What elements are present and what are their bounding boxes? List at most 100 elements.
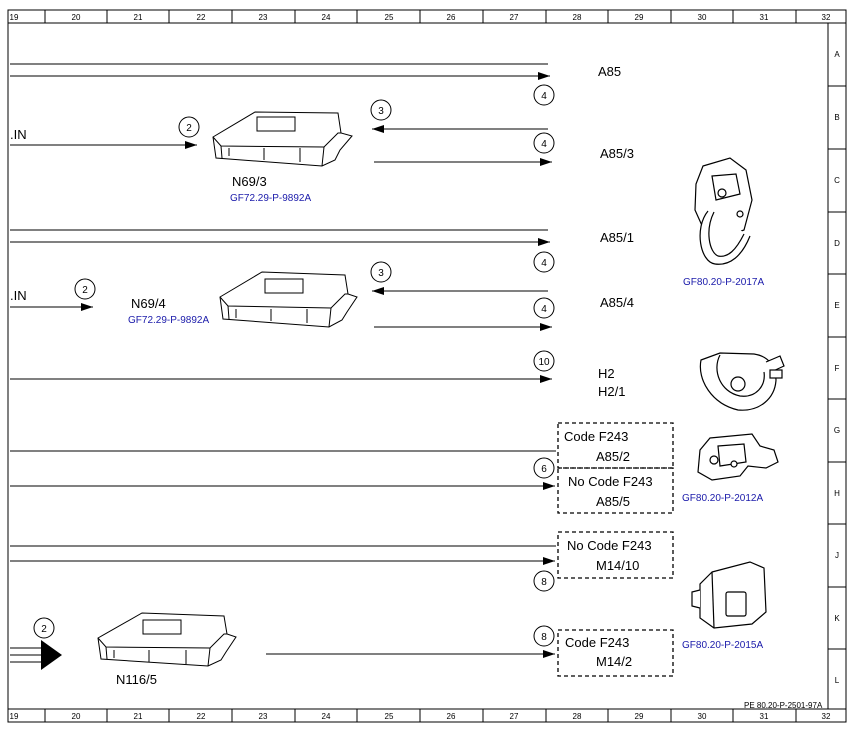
- box-no-code-f243-m14-10: [557, 531, 674, 579]
- input-labels: .IN .IN: [10, 127, 27, 303]
- marker-circle: [370, 99, 392, 121]
- column-labels-bottom: 19 20 21 22 23 24 25 26 27 28 29 30 31 3…: [10, 712, 831, 721]
- row-label: G: [834, 426, 840, 435]
- box-part-label: A85/2: [596, 449, 630, 464]
- row-labels: A B C D E F G H J K L: [834, 50, 840, 685]
- row-label: D: [834, 239, 840, 248]
- col-label: 23: [259, 712, 268, 721]
- marker-number: 3: [378, 268, 384, 279]
- col-label: 20: [72, 13, 81, 22]
- col-label: 21: [134, 712, 143, 721]
- box-code-f243-m14-2: [557, 629, 674, 677]
- marker-circle: [533, 570, 555, 592]
- box-part-label: A85/5: [596, 494, 630, 509]
- col-label: 22: [197, 712, 206, 721]
- col-label: 31: [760, 712, 769, 721]
- marker-number: 2: [82, 285, 88, 296]
- ref-link-img-top[interactable]: GF80.20-P-2017A: [683, 277, 764, 288]
- box-code-label: No Code F243: [567, 538, 652, 553]
- marker-number: 8: [541, 577, 547, 588]
- column-labels-top: 19 20 21 22 23 24 25 26 27 28 29 30 31 3…: [10, 13, 831, 22]
- col-label: 19: [10, 712, 19, 721]
- module-label-n69-4: N69/4: [131, 296, 166, 311]
- module-labels: N69/3 N69/4 N116/5: [116, 174, 267, 687]
- component-label-a85-3: A85/3: [600, 146, 634, 161]
- ref-link-n69-3[interactable]: GF72.29-P-9892A: [230, 193, 311, 204]
- box-no-code-f243-a85-5: [557, 467, 674, 514]
- motor-unit-icon: [691, 561, 767, 629]
- module-n69-4-icon: [219, 271, 358, 328]
- module-n116-5-icon: [97, 612, 237, 667]
- marker-circle: [178, 116, 200, 138]
- footer-reference: PE 80.20-P-2501-97A: [744, 701, 823, 710]
- marker-circle: [533, 84, 555, 106]
- marker-circle: [533, 350, 555, 372]
- col-label: 29: [635, 13, 644, 22]
- module-label-n69-3: N69/3: [232, 174, 267, 189]
- module-label-n116-5: N116/5: [116, 672, 157, 687]
- component-label-h2: H2: [598, 366, 615, 381]
- col-label: 28: [573, 712, 582, 721]
- row-label: K: [834, 614, 840, 623]
- marker-number: 10: [538, 357, 550, 368]
- marker-circle: [33, 617, 55, 639]
- col-label: 25: [385, 13, 394, 22]
- ref-link-img-bottom[interactable]: GF80.20-P-2015A: [682, 640, 763, 651]
- col-label: 24: [322, 712, 331, 721]
- option-boxes: [557, 422, 674, 677]
- frame: [7, 9, 847, 723]
- row-label: E: [834, 301, 839, 310]
- ref-link-img-mid[interactable]: GF80.20-P-2012A: [682, 493, 763, 504]
- marker-circle: [533, 457, 555, 479]
- reference-links[interactable]: GF72.29-P-9892A GF72.29-P-9892A GF80.20-…: [128, 193, 764, 651]
- col-label: 28: [573, 13, 582, 22]
- row-label: F: [835, 364, 840, 373]
- col-label: 22: [197, 13, 206, 22]
- row-label: A: [834, 50, 840, 59]
- col-label: 26: [447, 13, 456, 22]
- marker-number: 6: [541, 464, 547, 475]
- col-label: 32: [822, 13, 831, 22]
- lock-actuator-icon: [694, 157, 753, 265]
- marker-number: 2: [41, 624, 47, 635]
- bus-arrow-icon: [41, 640, 62, 670]
- input-label: .IN: [10, 127, 27, 142]
- marker-number: 2: [186, 123, 192, 134]
- col-label: 23: [259, 13, 268, 22]
- horn-icon: [699, 352, 785, 411]
- column-ticks: [44, 10, 797, 722]
- box-code-label: Code F243: [565, 635, 629, 650]
- marker-circle: [533, 132, 555, 154]
- col-label: 30: [698, 13, 707, 22]
- trunk-lock-icon: [697, 433, 779, 481]
- ref-link-n69-4[interactable]: GF72.29-P-9892A: [128, 315, 209, 326]
- marker-number: 4: [541, 139, 547, 150]
- col-label: 24: [322, 13, 331, 22]
- box-part-label: M14/2: [596, 654, 632, 669]
- marker-circle: [74, 278, 96, 300]
- marker-circle: [533, 251, 555, 273]
- signal-lines: [10, 63, 556, 663]
- row-label: J: [835, 551, 839, 560]
- row-label: L: [835, 676, 840, 685]
- input-label: .IN: [10, 288, 27, 303]
- col-label: 31: [760, 13, 769, 22]
- marker-number: 4: [541, 258, 547, 269]
- component-label-a85: A85: [598, 64, 621, 79]
- col-label: 30: [698, 712, 707, 721]
- marker-number: 4: [541, 304, 547, 315]
- box-labels: Code F243 A85/2 No Code F243 A85/5 No Co…: [564, 429, 653, 669]
- col-label: 26: [447, 712, 456, 721]
- marker-circle: [370, 261, 392, 283]
- row-label: C: [834, 176, 840, 185]
- box-code-label: No Code F243: [568, 474, 653, 489]
- col-label: 19: [10, 13, 19, 22]
- row-label: B: [834, 113, 839, 122]
- component-label-a85-1: A85/1: [600, 230, 634, 245]
- marker-circles: [33, 84, 555, 647]
- marker-number: 8: [541, 632, 547, 643]
- col-label: 21: [134, 13, 143, 22]
- col-label: 27: [510, 712, 519, 721]
